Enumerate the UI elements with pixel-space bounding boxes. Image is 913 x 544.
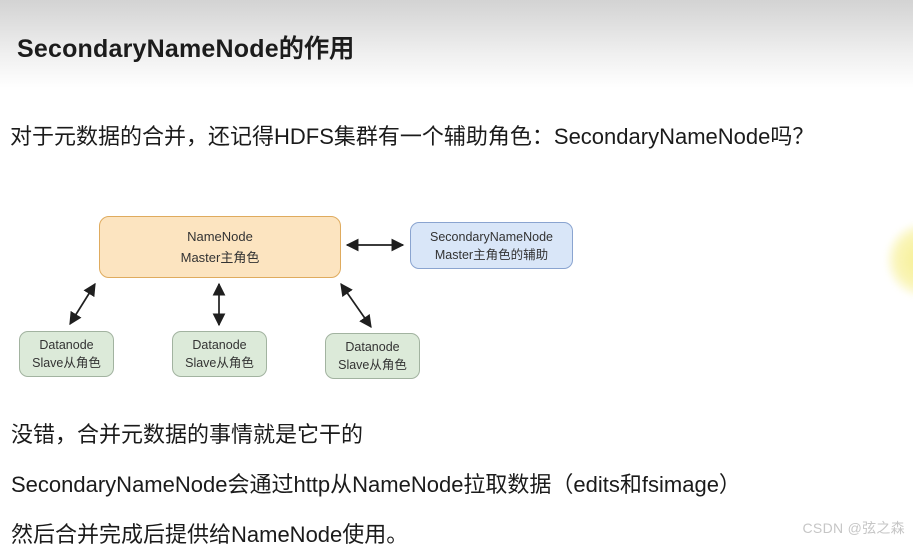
datanode-box-3: Datanode Slave从角色 xyxy=(325,333,420,379)
namenode-box: NameNode Master主角色 xyxy=(99,216,341,278)
secondarynamenode-box: SecondaryNameNode Master主角色的辅助 xyxy=(410,222,573,269)
title-band xyxy=(0,0,913,88)
arrow-namenode-datanode1 xyxy=(69,282,96,326)
datanode-label: Datanode xyxy=(345,340,400,354)
datanode-role-label: Slave从角色 xyxy=(338,358,407,372)
secondarynamenode-label: SecondaryNameNode xyxy=(430,229,553,244)
arrow-namenode-datanode3 xyxy=(340,282,372,329)
namenode-label: NameNode xyxy=(187,229,253,244)
conclusion-line-3: 然后合并完成后提供给NameNode使用。 xyxy=(11,522,409,544)
secondarynamenode-role-label: Master主角色的辅助 xyxy=(434,247,549,262)
intro-paragraph: 对于元数据的合并，还记得HDFS集群有一个辅助角色：SecondaryNameN… xyxy=(10,124,815,149)
conclusion-line-2: SecondaryNameNode会通过http从NameNode拉取数据（ed… xyxy=(11,472,741,497)
datanode-role-label: Slave从角色 xyxy=(185,356,254,370)
datanode-label: Datanode xyxy=(39,338,94,352)
datanode-role-label: Slave从角色 xyxy=(32,356,101,370)
datanode-box-1: Datanode Slave从角色 xyxy=(19,331,114,377)
datanode-box-2: Datanode Slave从角色 xyxy=(172,331,267,377)
datanode-label: Datanode xyxy=(192,338,247,352)
csdn-watermark: CSDN @弦之森 xyxy=(802,520,905,536)
namenode-role-label: Master主角色 xyxy=(180,250,260,265)
highlight-cursor-glow xyxy=(886,222,913,298)
conclusion-line-1: 没错，合并元数据的事情就是它干的 xyxy=(11,422,364,447)
page-title: SecondaryNameNode的作用 xyxy=(17,34,355,63)
